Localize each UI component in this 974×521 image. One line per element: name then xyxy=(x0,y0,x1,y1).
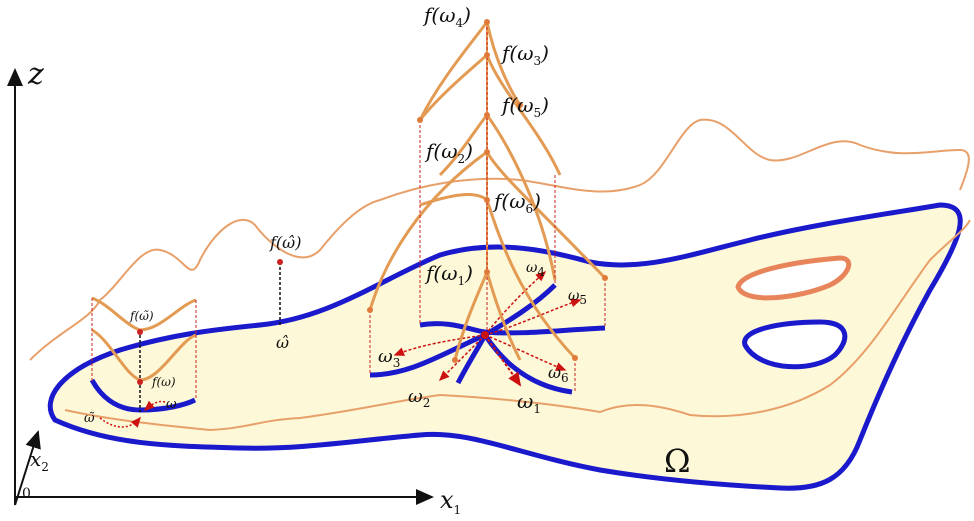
tower-points xyxy=(367,19,608,363)
label-w1: ω1 xyxy=(517,389,541,416)
point-left-c xyxy=(452,357,458,363)
surface-trace-lower xyxy=(64,219,971,432)
label-f-omega2: f(ω2) xyxy=(424,139,473,166)
label-omega: ω xyxy=(166,397,177,412)
hole-blue xyxy=(742,319,848,370)
arrow-omega-tilde xyxy=(99,416,141,428)
point-f-omega2 xyxy=(484,149,490,155)
label-f-omega6: f(ω6) xyxy=(492,189,541,216)
curve-f-omega4-right xyxy=(485,21,522,106)
curve-f-omega4-left xyxy=(418,21,489,121)
x1-axis-label: x1 xyxy=(440,486,461,517)
label-f-omega: f(ω) xyxy=(151,375,176,389)
label-f-omega4: f(ω4) xyxy=(422,3,471,30)
x2-axis-label: x2 xyxy=(30,447,49,474)
label-w4: ω4 xyxy=(526,260,545,279)
label-w6: ω6 xyxy=(548,363,569,385)
arrow-w3 xyxy=(393,334,486,356)
point-right-a xyxy=(517,102,523,108)
curve-omega5-base xyxy=(483,283,557,338)
label-omega-hat: ω̂ xyxy=(276,333,289,352)
point-right-b xyxy=(602,275,608,281)
x2-axis xyxy=(14,430,41,506)
arrow-w5 xyxy=(484,298,582,336)
point-f-omega6 xyxy=(484,197,490,203)
curve-omega2-base xyxy=(369,332,487,378)
point-left-a xyxy=(417,117,423,123)
arrow-w4 xyxy=(484,270,547,336)
arrow-omega xyxy=(143,400,166,411)
point-f-omega3 xyxy=(484,52,490,58)
curve-f-omega6 xyxy=(419,193,577,360)
center-point xyxy=(481,331,489,339)
label-f-omega3: f(ω3) xyxy=(500,41,549,68)
label-f-omega5: f(ω5) xyxy=(500,93,549,120)
origin-label: 0 xyxy=(22,486,31,502)
hole-orange xyxy=(735,255,852,301)
point-f-omega5 xyxy=(484,112,490,118)
curve-f-omega5 xyxy=(438,112,557,281)
arrow-w1 xyxy=(484,334,522,387)
label-omega-tilde: ω̃ xyxy=(84,411,95,426)
point-f-omega xyxy=(137,379,143,385)
point-right-c xyxy=(572,355,578,361)
z-axis-label: z xyxy=(27,57,44,92)
label-f-omega1: f(ω1) xyxy=(424,261,473,288)
label-w3: ω3 xyxy=(378,346,400,370)
point-f-omega-hat xyxy=(277,259,283,265)
domain-omega-label: Ω xyxy=(664,442,691,480)
point-f-omega-tilde xyxy=(137,329,143,335)
label-w2: ω2 xyxy=(408,386,430,410)
label-f-omega-tilde: f(ω̃) xyxy=(129,309,154,323)
surface-outline xyxy=(29,118,970,361)
point-left-b xyxy=(367,307,373,313)
label-f-omega-hat: f(ω̂) xyxy=(269,233,301,252)
arrow-w2 xyxy=(438,334,486,382)
label-w5: ω5 xyxy=(568,288,587,307)
point-f-omega4 xyxy=(484,19,490,25)
point-f-omega1 xyxy=(484,269,490,275)
